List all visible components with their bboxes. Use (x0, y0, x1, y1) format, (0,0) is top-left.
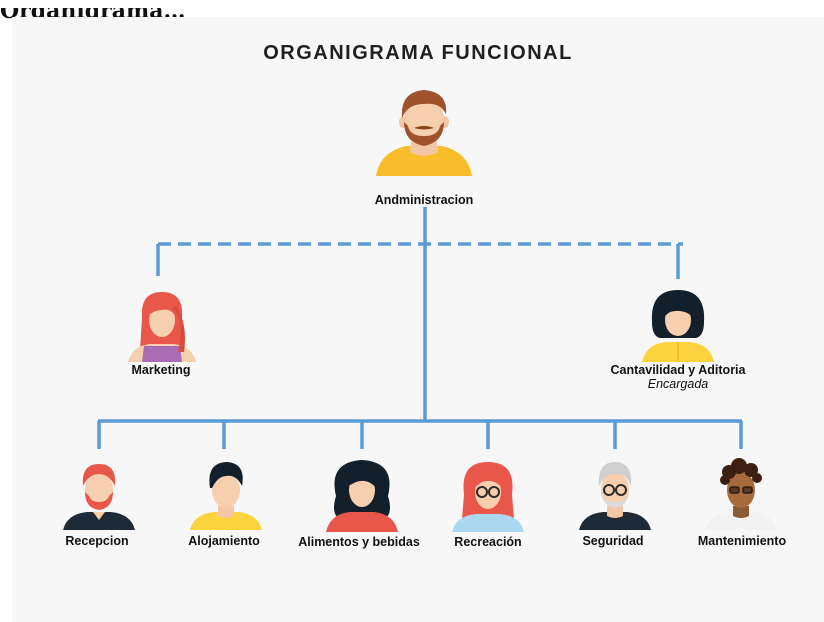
marketing-label: Marketing (131, 363, 191, 377)
mantenimiento-avatar-icon (705, 458, 777, 530)
alojamiento-avatar-icon (190, 462, 262, 530)
alimentos-label: Alimentos y bebidas (298, 535, 420, 549)
connector-lines (97, 207, 743, 449)
root-label: Andministracion (374, 193, 474, 207)
administracion-avatar-icon (376, 90, 472, 176)
contabilidad-sublabel: Encargada (647, 377, 709, 391)
alimentos-avatar-icon (326, 460, 398, 532)
recreacion-label: Recreación (454, 535, 522, 549)
org-chart-card: ORGANIGRAMA FUNCIONAL Andministra (12, 17, 824, 622)
recepcion-avatar-icon (63, 464, 135, 530)
alojamiento-label: Alojamiento (188, 534, 260, 548)
recreacion-avatar-icon (452, 462, 524, 532)
marketing-avatar-icon (128, 292, 196, 362)
mantenimiento-label: Mantenimiento (697, 534, 787, 548)
seguridad-avatar-icon (579, 462, 651, 530)
seguridad-label: Seguridad (582, 534, 644, 548)
chart-title: ORGANIGRAMA FUNCIONAL (263, 42, 573, 64)
contabilidad-label: Cantavilidad y Aditoria (610, 363, 746, 377)
contabilidad-avatar-icon (642, 290, 714, 362)
recepcion-label: Recepcion (65, 534, 129, 548)
